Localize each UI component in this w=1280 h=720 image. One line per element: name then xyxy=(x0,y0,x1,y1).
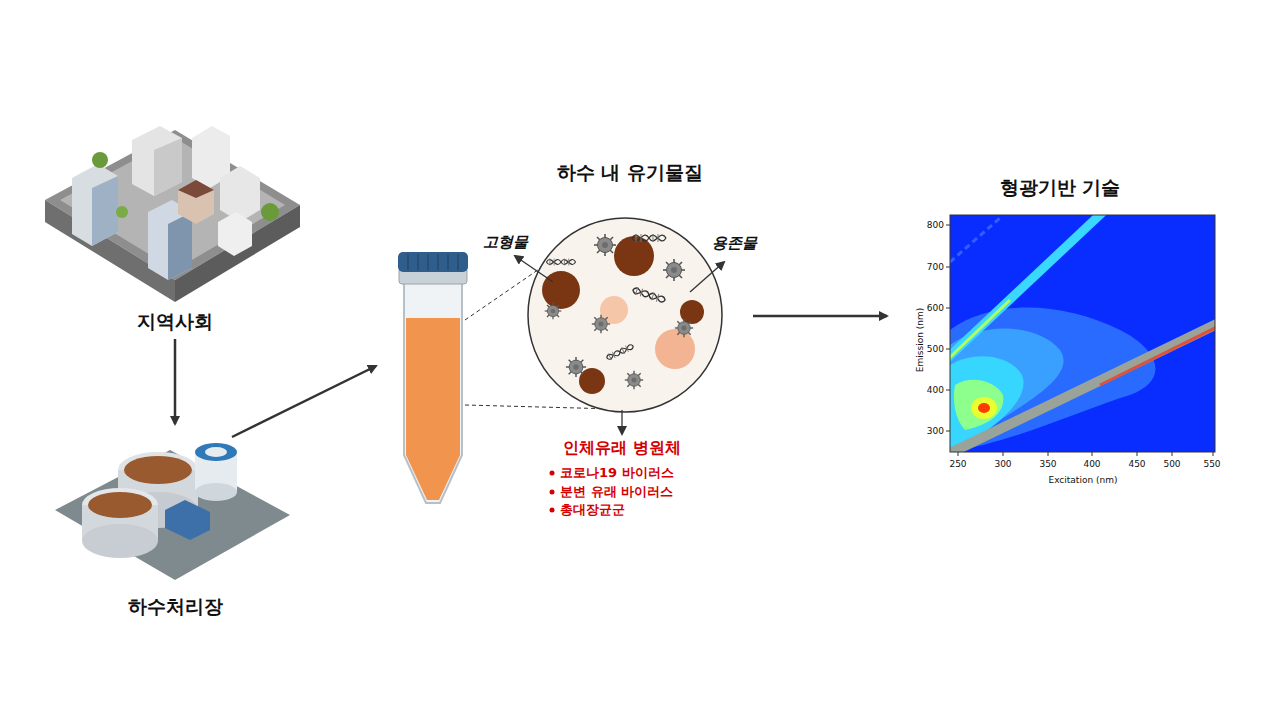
tick-label: 500 xyxy=(1163,459,1180,469)
tick-label: 300 xyxy=(994,459,1011,469)
organic-matter-node: 하수 내 유기물질 xyxy=(511,160,749,415)
tick-label: 450 xyxy=(1128,459,1145,469)
tick-label: 600 xyxy=(927,303,944,313)
tick-label: 550 xyxy=(1203,459,1220,469)
node-title: 형광기반 기술 xyxy=(891,175,1229,201)
flow-arrow xyxy=(753,315,887,318)
node-title: 지역사회 xyxy=(36,309,314,335)
callout-label: 고형물 xyxy=(483,233,528,252)
sample-circle xyxy=(528,218,722,412)
plant-illustration xyxy=(55,443,290,580)
eem-plot xyxy=(940,210,1225,458)
flow-arrow xyxy=(174,339,177,424)
tick-label: 350 xyxy=(1039,459,1056,469)
tick-label: 400 xyxy=(1083,459,1100,469)
tick-label: 250 xyxy=(949,459,966,469)
axis-title: Emission (nm) xyxy=(915,308,925,372)
plant-node: 하수처리장 xyxy=(36,428,314,620)
tick-label: 800 xyxy=(927,220,944,230)
pathogen-item: 총대장균군 xyxy=(560,501,625,519)
pathogen-item: 분변 유래 바이러스 xyxy=(560,483,673,501)
tube-illustration xyxy=(398,252,468,503)
city-illustration xyxy=(45,126,300,302)
community-node: 지역사회 xyxy=(36,112,314,335)
tick-label: 400 xyxy=(927,385,944,395)
node-title: 하수처리장 xyxy=(36,594,314,620)
axis-title: Excitation (nm) xyxy=(1049,475,1118,485)
node-title: 하수 내 유기물질 xyxy=(511,160,749,186)
tick-label: 300 xyxy=(927,426,944,436)
pathogen-item: 코로나19 바이러스 xyxy=(560,464,674,482)
tick-label: 700 xyxy=(927,262,944,272)
callout-label: 용존물 xyxy=(712,234,757,253)
tick-label: 500 xyxy=(927,344,944,354)
pathogen-heading: 인체유래 병원체 xyxy=(563,438,681,459)
